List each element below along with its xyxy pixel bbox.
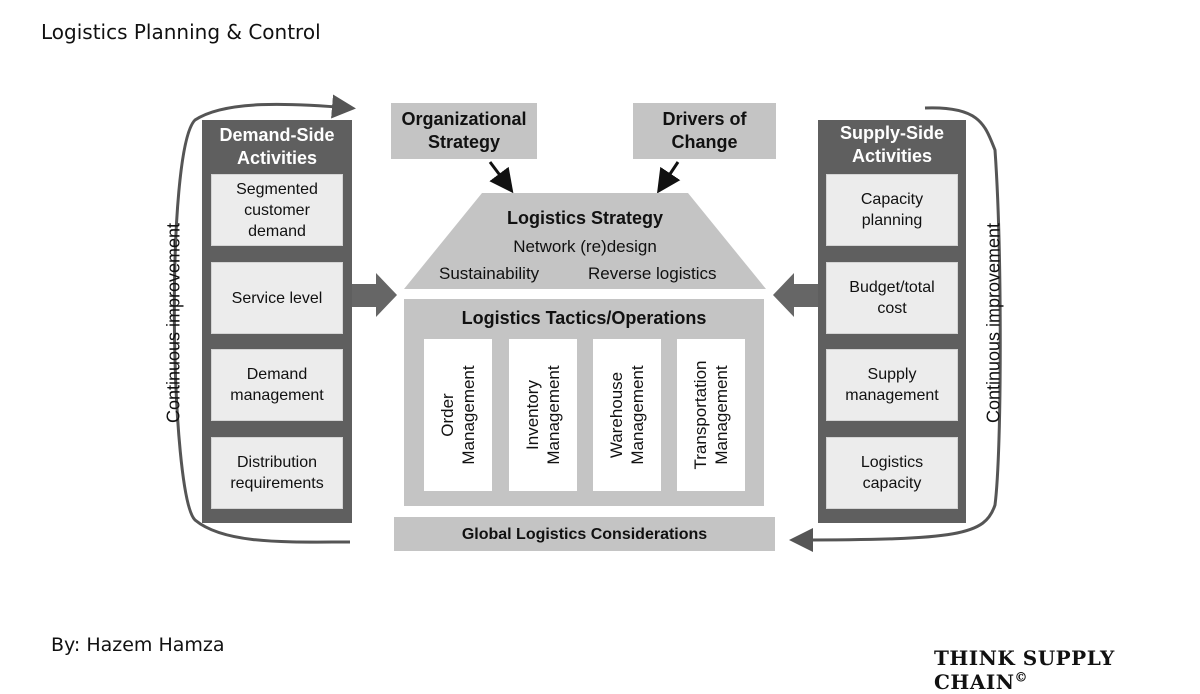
org-strategy-arrow <box>488 161 514 194</box>
strategy-trapezoid <box>404 193 766 289</box>
strategy-network: Network (re)design <box>513 237 657 256</box>
left-loop-label: Continuous improvement <box>163 222 184 424</box>
brand-logo: THINK SUPPLY CHAIN© <box>934 646 1115 694</box>
left-block-arrow <box>352 273 397 317</box>
right-loop-label: Continuous improvement <box>983 222 1004 424</box>
author-credit: By: Hazem Hamza <box>51 634 225 656</box>
supply-side-title: Supply-Side Activities <box>839 123 944 166</box>
left-loop-arrow <box>172 94 356 544</box>
tactics-title: Logistics Tactics/Operations <box>461 308 707 328</box>
demand-item-service-level: Service level <box>211 262 343 334</box>
right-loop-arrow <box>789 106 1002 552</box>
diagram-connectors <box>172 94 1002 552</box>
demand-side-title: Demand-Side Activities <box>219 125 335 168</box>
right-block-arrow <box>773 273 818 317</box>
strategy-reverse-logistics: Reverse logistics <box>588 264 717 283</box>
drivers-arrow <box>657 161 681 194</box>
page-title: Logistics Planning & Control <box>41 20 321 44</box>
global-logistics-box: Global Logistics Considerations <box>394 517 775 551</box>
strategy-title: Logistics Strategy <box>506 208 664 228</box>
strategy-sustainability: Sustainability <box>439 264 540 283</box>
